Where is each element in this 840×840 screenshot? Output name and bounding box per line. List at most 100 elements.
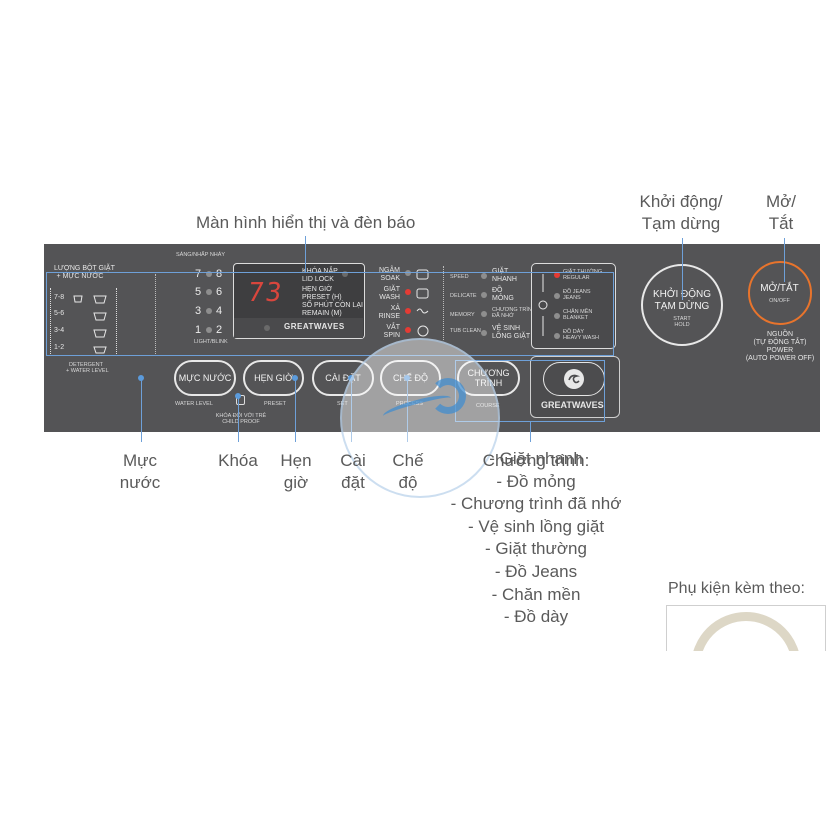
course-heavy-vi: ĐỒ DÀY bbox=[563, 329, 585, 335]
water-annotation: Mực nước bbox=[110, 450, 170, 494]
brand-big-logo: GREATWAVES bbox=[541, 400, 604, 410]
blink-label: SÁNG/NHẤP NHÁY bbox=[176, 252, 226, 258]
course-memory-vi2: ĐÃ NHỚ bbox=[492, 313, 514, 319]
timer-annotation-2: giờ bbox=[283, 473, 309, 492]
course-jeans: ĐỒ JEANS JEANS bbox=[563, 289, 591, 301]
num-3: 3 bbox=[195, 305, 202, 317]
course-tubclean-en: TUB CLEAN bbox=[450, 328, 481, 334]
course-speed-vi1: GIẶT bbox=[492, 268, 509, 275]
course-delicate-en: DELICATE bbox=[450, 293, 477, 299]
timer-button[interactable]: HẸN GIỜ bbox=[243, 360, 304, 396]
start-pause-en: START HOLD bbox=[643, 316, 721, 328]
start-pause-vi-2: TẠM DỪNG bbox=[654, 301, 710, 312]
power-label-4: (AUTO POWER OFF) bbox=[745, 355, 815, 362]
lock-annotation: Khóa bbox=[218, 451, 258, 470]
course-speed-vi2: NHANH bbox=[492, 276, 517, 283]
course-memory-en: MEMORY bbox=[450, 312, 475, 318]
process-annotation-2: độ bbox=[398, 473, 418, 492]
list-item: - Đồ Jeans bbox=[494, 561, 578, 581]
process-soak-vi: NGÂM bbox=[379, 267, 400, 274]
indicator-lid-lock: KHÓA NẮP LID LOCK bbox=[302, 268, 338, 284]
indicator-preset-vi: HẸN GIỜ bbox=[302, 286, 333, 293]
process-rinse: XẢ RINSE bbox=[376, 305, 400, 321]
display-window: 73 KHÓA NẮP LID LOCK HẸN GIỜ PRESET (H) … bbox=[233, 263, 365, 339]
detergent-title-line1: LƯỢNG BỘT GIẶT bbox=[54, 265, 115, 272]
course-tubclean: VỆ SINH LỒNG GIẶT bbox=[492, 325, 530, 341]
detergent-level-4: 1-2 bbox=[54, 344, 65, 351]
process-spin-en: SPIN bbox=[383, 332, 400, 339]
process-rinse-vi: XẢ bbox=[390, 305, 400, 312]
start-pause-annotation: Khởi động/ Tạm dừng bbox=[626, 191, 736, 235]
num-8: 8 bbox=[216, 268, 223, 280]
num-5: 5 bbox=[195, 286, 202, 298]
course-delicate: ĐỒ MỎNG bbox=[492, 287, 514, 303]
water-level-sub: WATER LEVEL bbox=[175, 401, 213, 407]
list-item: - Đồ dày bbox=[503, 607, 569, 627]
list-item: - Vệ sinh lồng giặt bbox=[467, 516, 605, 536]
display-annotation: Màn hình hiển thị và đèn báo bbox=[196, 213, 416, 232]
indicator-remain: SỐ PHÚT CÒN LẠI REMAIN (M) bbox=[302, 302, 363, 318]
detergent-level-2: 5-6 bbox=[54, 310, 65, 317]
on-off-annotation-line2: Tắt bbox=[768, 214, 794, 233]
timer-annotation: Hẹn giờ bbox=[276, 450, 316, 494]
power-label-3: POWER bbox=[766, 347, 794, 354]
course-blanket: CHĂN MỀN BLANKET bbox=[563, 309, 592, 321]
child-lock-en: CHILD PROOF bbox=[222, 419, 260, 425]
process-annotation-1: Chế bbox=[392, 451, 424, 470]
detergent-level-table: 7-8 5-6 3-4 1-2 bbox=[48, 288, 120, 354]
list-item: - Đồ mỏng bbox=[496, 471, 576, 491]
child-lock-vi: KHÓA ĐỐI VỚI TRẺ bbox=[215, 413, 267, 419]
indicator-preset: HẸN GIỜ PRESET (H) bbox=[302, 286, 342, 302]
num-4: 4 bbox=[216, 305, 223, 317]
course-regular-en: REGULAR bbox=[563, 275, 590, 281]
timer-annotation-1: Hẹn bbox=[280, 451, 312, 470]
course-blanket-en: BLANKET bbox=[563, 315, 589, 321]
setup-annotation-1: Cài bbox=[340, 451, 366, 470]
num-7: 7 bbox=[195, 268, 202, 280]
power-label: NGUỒN (TỰ ĐỘNG TẮT) POWER (AUTO POWER OF… bbox=[742, 331, 818, 363]
watermark-logo-icon bbox=[340, 338, 500, 498]
start-pause-annotation-line2: Tạm dừng bbox=[641, 214, 721, 233]
course-progress-icon bbox=[538, 274, 548, 336]
process-wash: GIẶT WASH bbox=[376, 286, 400, 302]
process-wash-en: WASH bbox=[379, 294, 400, 301]
detergent-footer: DETERGENT + WATER LEVEL bbox=[66, 362, 109, 374]
indicator-preset-en: PRESET (H) bbox=[302, 294, 342, 301]
process-spin: VẮT SPIN bbox=[376, 324, 400, 340]
start-pause-annotation-line1: Khởi động/ bbox=[639, 192, 723, 211]
on-off-annotation: Mở/ Tắt bbox=[756, 191, 806, 235]
detergent-title-line2: + MỰC NƯỚC bbox=[56, 273, 104, 280]
water-level-button[interactable]: MỰC NƯỚC bbox=[174, 360, 236, 396]
child-lock-label: KHÓA ĐỐI VỚI TRẺ CHILD PROOF bbox=[211, 413, 271, 425]
course-tubclean-vi2: LỒNG GIẶT bbox=[492, 333, 531, 340]
power-en: ON/OFF bbox=[769, 298, 790, 304]
process-rinse-en: RINSE bbox=[378, 313, 400, 320]
process-spin-vi: VẮT bbox=[386, 324, 400, 331]
course-heavy: ĐỒ DÀY HEAVY WASH bbox=[563, 329, 599, 341]
course-delicate-vi2: MỎNG bbox=[492, 295, 514, 302]
ring-accessory-icon bbox=[691, 612, 801, 651]
course-delicate-vi1: ĐỒ bbox=[492, 287, 503, 294]
list-item: - Giặt thường bbox=[485, 539, 587, 559]
brand-small-logo: GREATWAVES bbox=[284, 322, 345, 331]
course-memory: CHƯƠNG TRÌNH ĐÃ NHỚ bbox=[492, 307, 536, 319]
num-1: 1 bbox=[195, 324, 202, 336]
power-label-1: NGUỒN bbox=[766, 331, 794, 338]
process-wash-vi: GIẶT bbox=[383, 286, 400, 293]
indicator-lid-lock-en: LID LOCK bbox=[302, 276, 334, 283]
course-tubclean-vi1: VỆ SINH bbox=[492, 325, 521, 332]
start-en: START bbox=[673, 316, 691, 322]
light-blink-label: LIGHT/BLINK bbox=[194, 339, 228, 345]
course-blanket-vi: CHĂN MỀN bbox=[563, 309, 593, 315]
setup-annotation: Cài đặt bbox=[333, 450, 373, 494]
process-soak-en: SOAK bbox=[380, 275, 400, 282]
num-2: 2 bbox=[216, 324, 223, 336]
process-icons bbox=[416, 269, 429, 337]
display-callout-box bbox=[46, 272, 614, 356]
detergent-footer-line1: DETERGENT bbox=[69, 362, 103, 368]
accessory-label: Phụ kiện kèm theo: bbox=[668, 580, 805, 597]
power-button[interactable]: MỞ/TẮT ON/OFF bbox=[748, 261, 812, 325]
power-vi: MỞ/TẮT bbox=[760, 283, 799, 294]
course-annotation-list: - Giặt nhanh - Đồ mỏng - Chương trình đã… bbox=[436, 448, 636, 629]
detergent-footer-line2: + WATER LEVEL bbox=[66, 368, 109, 374]
